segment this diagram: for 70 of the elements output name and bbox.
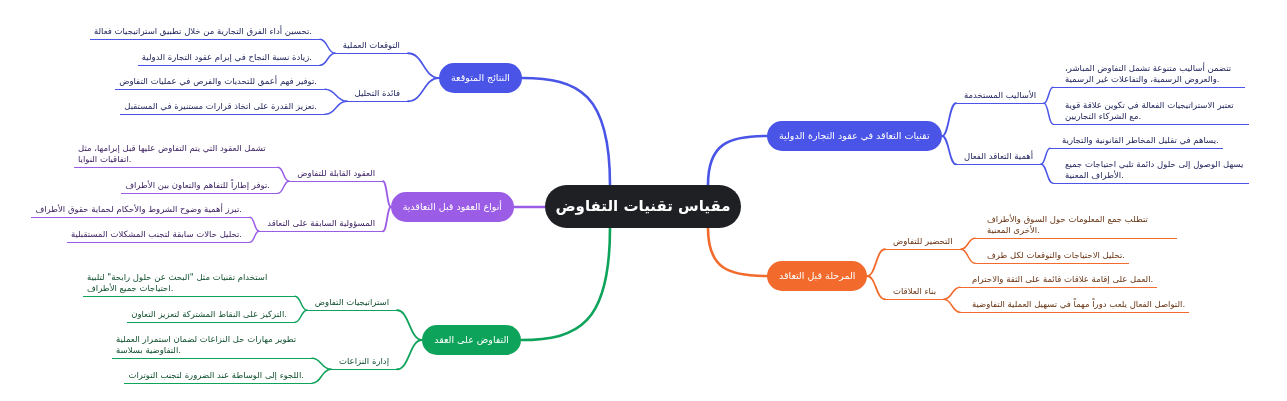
underlined-note: يسهل الوصول إلى حلول دائمة تلبي احتياجات جميع الأطراف المعنية. <box>1053 159 1249 184</box>
underlined-note: تبرز أهمية وضوح الشروط والأحكام لحماية حقوق الأطراف. <box>31 204 250 218</box>
subtopic-label: بناء العلاقات <box>885 286 944 300</box>
branch-line <box>941 102 957 137</box>
branch-line <box>1040 163 1054 184</box>
branch-line <box>382 180 392 208</box>
branch-line <box>294 309 308 323</box>
underlined-note: تتضمن أساليب متنوعة تشمل التفاوض المباشر، والعروض الرسمية، والتفاعلات غير الرسمية. <box>1053 63 1245 88</box>
branch-line <box>407 77 440 103</box>
branch-line <box>324 88 348 102</box>
main-topic-pill: المرحلة قبل التعاقد <box>767 261 868 291</box>
subtopic-label: فائدة التحليل <box>346 88 408 102</box>
branch-line <box>319 52 336 66</box>
branch-line <box>319 38 336 54</box>
branch-line <box>249 216 260 232</box>
central-topic: مقياس تقنيات التفاوض <box>545 185 741 228</box>
subtopic-label: التحضير للتفاوض <box>885 236 961 250</box>
branch-line <box>706 134 769 187</box>
branch-line <box>277 166 290 182</box>
branch-line <box>519 226 612 342</box>
branch-line <box>1040 147 1051 165</box>
underlined-note: اللجوء إلى الوساطة عند الضرورة لتجنب التوترات. <box>124 370 312 384</box>
branch-line <box>866 248 886 277</box>
underlined-note: زيادة نسبة النجاح في إبرام عقود التجارة الدولية. <box>137 52 320 66</box>
subtopic-label: استراتيجيات التفاوض <box>306 297 397 311</box>
branch-line <box>294 295 308 311</box>
subtopic-label: أهمية التعاقد الفعال <box>956 151 1042 165</box>
underlined-note: تتطلب جمع المعلومات حول السوق والأطراف الأخرى المعنية. <box>975 214 1177 239</box>
branch-line <box>520 76 612 187</box>
branch-line <box>706 226 769 278</box>
branch-line <box>277 180 290 194</box>
branch-line <box>396 309 423 341</box>
subtopic-label: إدارة النزاعات <box>331 356 397 370</box>
underlined-note: تحليل الاحتياجات والتوقعات لكل طرف. <box>975 250 1129 264</box>
underlined-note: توفير فهم أعمق للتحديات والفرص في عمليات التفاوض. <box>115 76 325 90</box>
branch-line <box>396 339 423 371</box>
branch-line <box>960 237 976 250</box>
underlined-note: تشمل العقود التي يتم التفاوض عليها قبل إبرامها، مثل اتفاقيات النوايا. <box>74 143 278 168</box>
branch-line <box>866 275 886 301</box>
branch-line <box>943 286 961 300</box>
branch-line <box>311 368 332 384</box>
underlined-note: تطوير مهارات حل النزاعات لضمان استمرار العملية التفاوضية بسلاسة. <box>112 334 312 359</box>
branch-line <box>512 205 547 209</box>
subtopic-label: العقود القابلة للتفاوض <box>289 168 383 182</box>
main-topic-pill: التفاوض على العقد <box>422 325 521 355</box>
branch-line <box>1043 102 1054 125</box>
underlined-note: استخدام تقنيات مثل "البحث عن حلول رابحة" لتلبية احتياجات جميع الأطراف. <box>83 272 295 297</box>
subtopic-label: المسؤولية السابقة على التعاقد <box>259 218 383 232</box>
main-topic-pill: النتائج المتوقعة <box>439 63 522 93</box>
branch-line <box>311 357 332 370</box>
subtopic-label: الأساليب المستخدمة <box>956 90 1045 104</box>
branch-line <box>382 206 392 233</box>
subtopic-label: التوقعات العملية <box>334 40 408 54</box>
underlined-note: التواصل الفعال يلعب دوراً مهماً في تسهيل العملية التفاوضية. <box>960 299 1190 313</box>
branch-line <box>324 100 348 115</box>
underlined-note: تعتبر الاستراتيجيات الفعالة في تكوين علاقة قوية مع الشركاء التجاريين. <box>1053 100 1249 125</box>
branch-line <box>1043 86 1054 104</box>
underlined-note: العمل على إقامة علاقات قائمة على الثقة والاحترام. <box>960 274 1158 288</box>
underlined-note: تحليل حالات سابقة لتجنب المشكلات المستقبلية. <box>66 229 250 243</box>
underlined-note: تعزيز القدرة على اتخاذ قرارات مستنيرة في المستقبل. <box>120 101 325 115</box>
underlined-note: توفر إطاراً للتفاهم والتعاون بين الأطراف. <box>121 180 278 194</box>
underlined-note: تحسين أداء الفرق التجارية من خلال تطبيق استراتيجيات فعالة. <box>89 26 320 40</box>
main-topic-pill: تقنيات التعاقد في عقود التجارة الدولية <box>767 121 942 151</box>
branch-line <box>943 298 961 313</box>
branch-line <box>960 248 976 264</box>
branch-line <box>941 135 957 166</box>
underlined-note: التركيز على النقاط المشتركة لتعزيز التعاون. <box>127 309 295 323</box>
underlined-note: يساهم في تقليل المخاطر القانونية والتجارية. <box>1050 135 1223 149</box>
main-topic-pill: أنواع العقود قبل التعاقدية <box>390 192 514 222</box>
branch-line <box>249 230 260 243</box>
